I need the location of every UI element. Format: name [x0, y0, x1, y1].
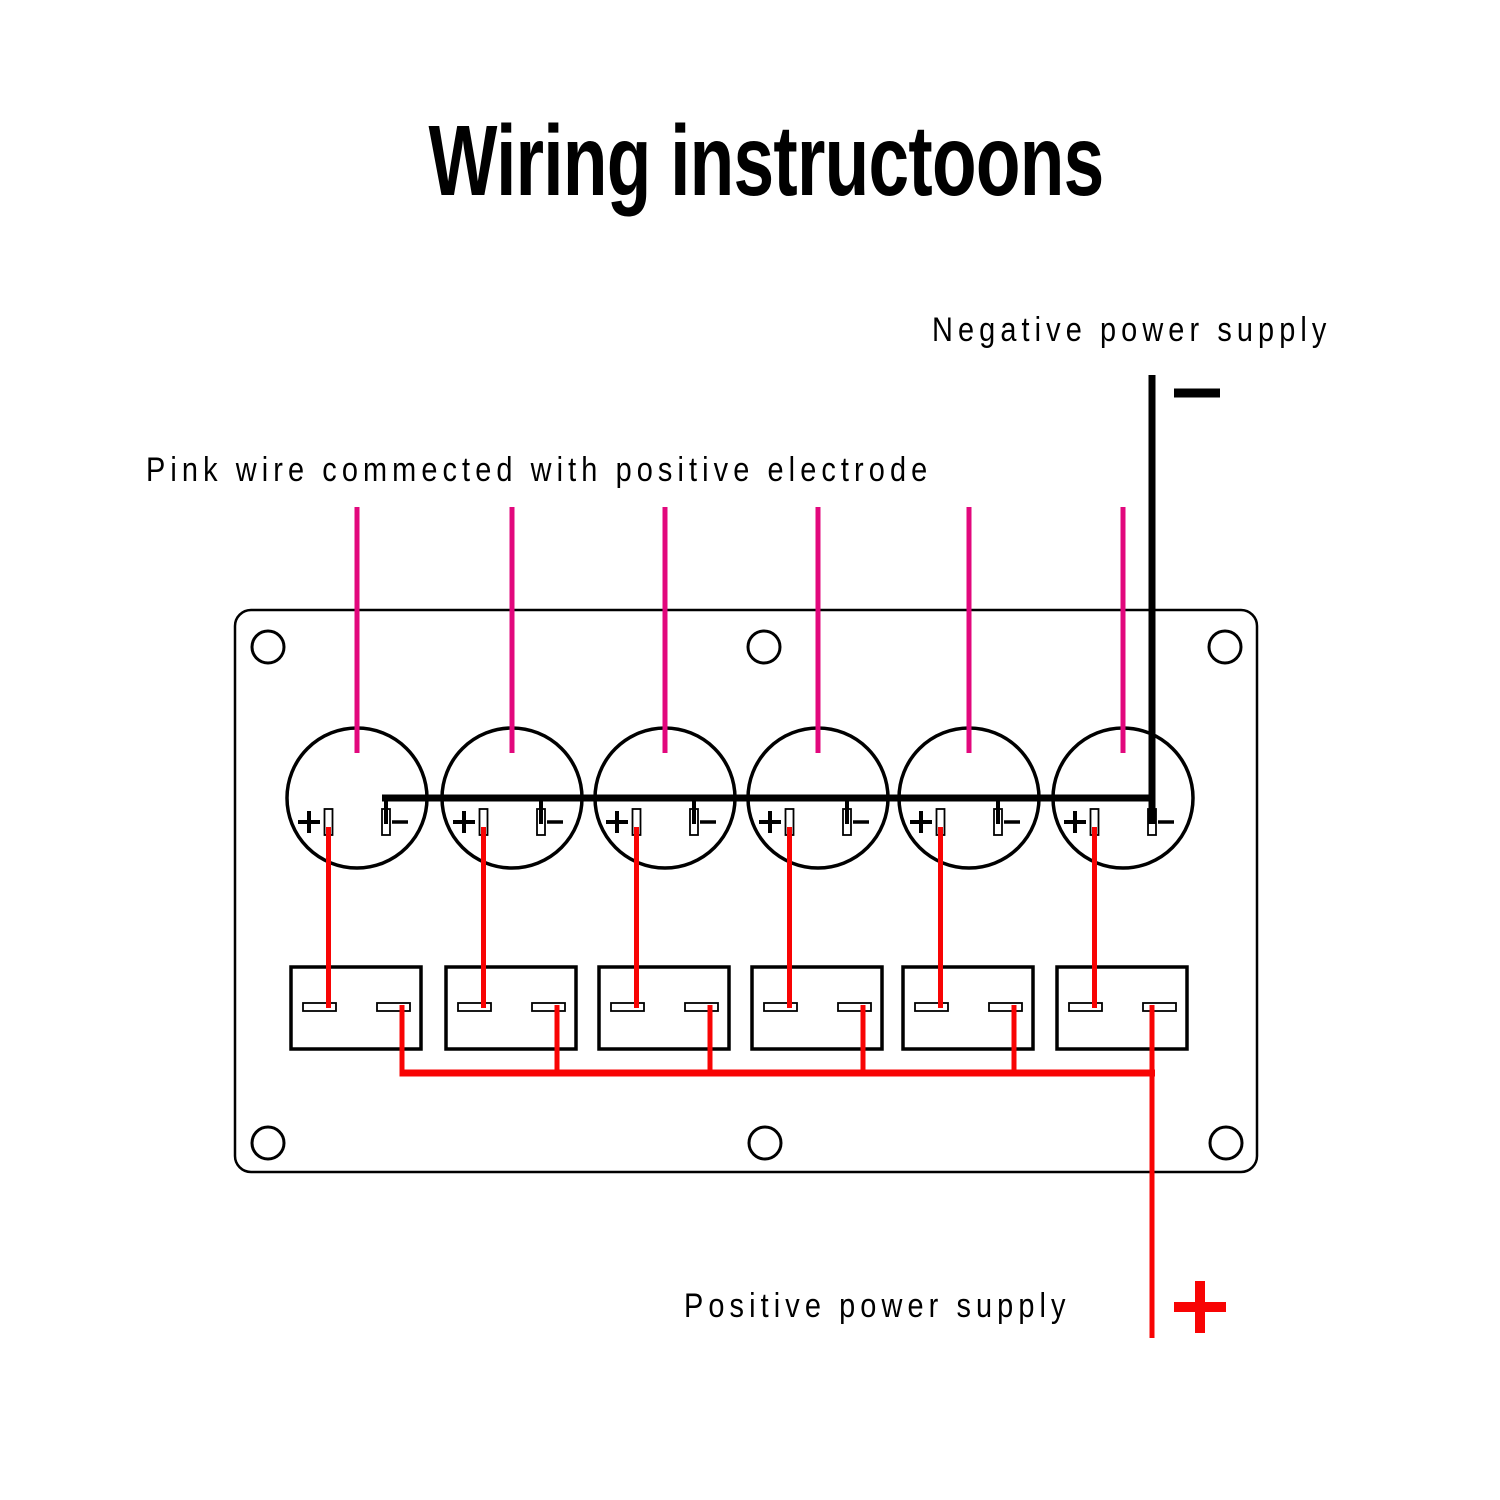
fuse-terminal-right: [376, 1002, 411, 1012]
fuse-terminal-right: [531, 1002, 566, 1012]
fuse-terminal-left: [763, 1002, 798, 1012]
negative-supply-label: Negative power supply: [932, 311, 1332, 349]
mounting-hole: [747, 1125, 783, 1161]
fuse-terminal-right: [684, 1002, 719, 1012]
fuse-box: [901, 965, 1035, 1051]
mounting-hole: [250, 629, 286, 665]
fuse-terminal-right: [1142, 1002, 1177, 1012]
fuse-terminal-left: [1068, 1002, 1103, 1012]
positive-supply-label: Positive power supply: [684, 1287, 1071, 1325]
fuse-terminal-left: [610, 1002, 645, 1012]
fuse-terminal-right: [988, 1002, 1023, 1012]
fuse-terminal-left: [302, 1002, 337, 1012]
mounting-hole: [1207, 629, 1243, 665]
mounting-hole: [250, 1125, 286, 1161]
fuse-terminal-left: [914, 1002, 949, 1012]
pink-wire-note-label: Pink wire commected with positive electr…: [146, 451, 933, 489]
fuse-terminal-right: [837, 1002, 872, 1012]
mounting-hole: [746, 629, 782, 665]
mounting-hole: [1208, 1125, 1244, 1161]
positive-supply-symbol: [1174, 1281, 1226, 1333]
page-title: Wiring instructoons: [428, 105, 1105, 217]
switch-panel-plate: [233, 608, 1259, 1174]
fuse-terminal-left: [457, 1002, 492, 1012]
